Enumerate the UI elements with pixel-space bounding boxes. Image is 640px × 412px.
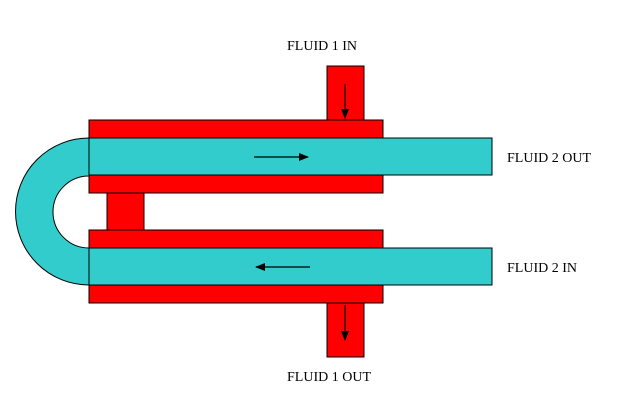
fluid1-in-label: FLUID 1 IN <box>287 39 357 54</box>
fluid1-out-label: FLUID 1 OUT <box>287 370 371 385</box>
fluid2-out-label: FLUID 2 OUT <box>507 151 591 166</box>
tube-u-bend <box>15 137 90 286</box>
fluid2-in-label: FLUID 2 IN <box>507 261 577 276</box>
shell-connector <box>106 192 145 231</box>
